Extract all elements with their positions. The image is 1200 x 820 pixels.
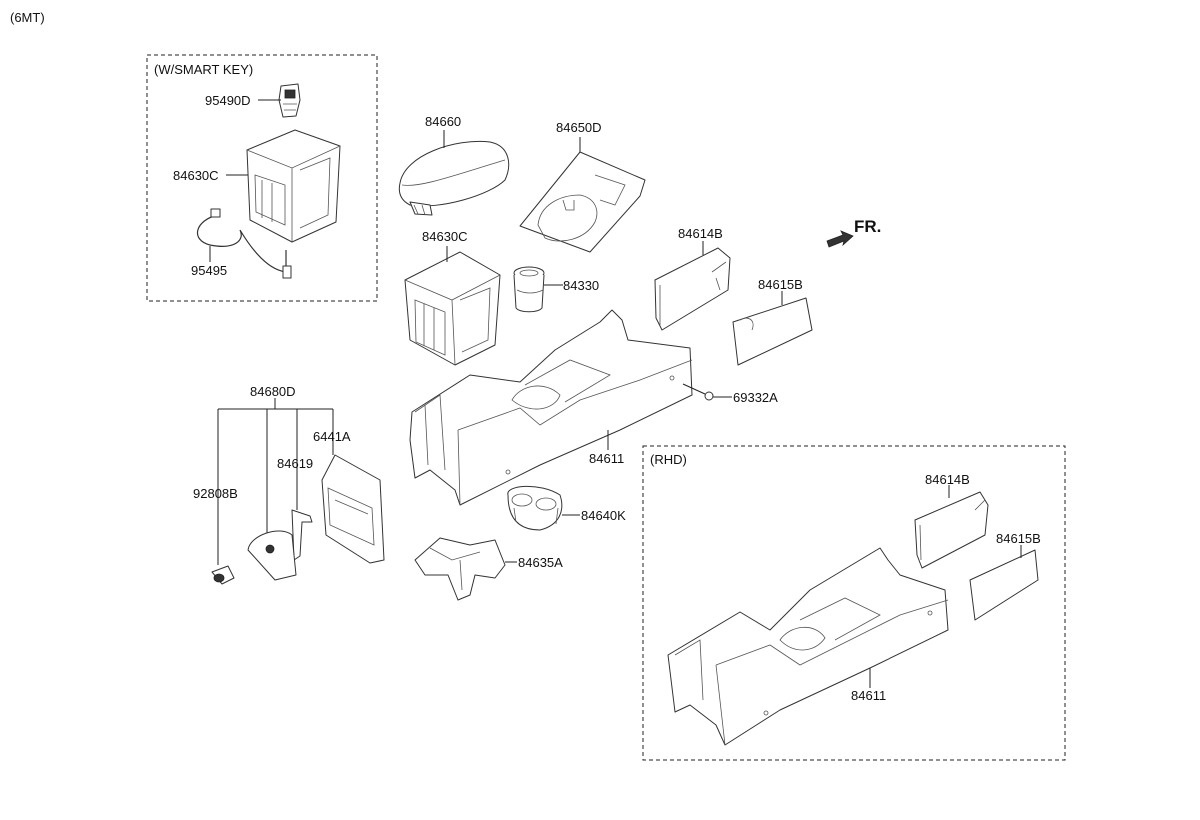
rhd-box-title: (RHD)	[650, 452, 687, 467]
leader-84680D-tree	[217, 398, 334, 565]
label-84680D: 84680D	[250, 384, 296, 399]
label-84630C-smart: 84630C	[173, 168, 219, 183]
smart-key-box	[146, 54, 378, 302]
label-84635A: 84635A	[518, 555, 563, 570]
smart-key-box-title: (W/SMART KEY)	[154, 62, 253, 77]
label-84611-rhd: 84611	[851, 688, 886, 703]
part-84611-rhd-console	[667, 547, 949, 746]
part-84640K-cupholder	[507, 485, 563, 531]
part-84630C-smart-key-box	[246, 129, 341, 243]
part-69332A-clip	[704, 391, 714, 401]
label-84660: 84660	[425, 114, 461, 129]
label-92808B: 92808B	[193, 486, 238, 501]
part-84614B-rhd-panel	[914, 491, 989, 569]
label-6441A: 6441A	[313, 429, 351, 444]
label-84614B-rhd: 84614B	[925, 472, 970, 487]
part-84635A-bracket	[414, 537, 506, 601]
label-84615B: 84615B	[758, 277, 803, 292]
rhd-box	[642, 445, 1066, 761]
leader-69332A	[682, 383, 732, 398]
label-84640K: 84640K	[581, 508, 626, 523]
label-84330: 84330	[563, 278, 599, 293]
front-arrow-icon	[826, 230, 854, 248]
label-84630C: 84630C	[422, 229, 468, 244]
part-84614B-panel	[654, 247, 731, 331]
front-direction-label: FR.	[854, 217, 881, 236]
part-95495-harness	[196, 208, 292, 279]
part-84619-bracket	[291, 509, 313, 561]
part-6441A-bezel	[321, 454, 385, 564]
label-84611: 84611	[589, 451, 624, 466]
label-69332A: 69332A	[733, 390, 778, 405]
label-95495: 95495	[191, 263, 227, 278]
label-84615B-rhd: 84615B	[996, 531, 1041, 546]
part-84615B-rhd-panel	[969, 549, 1039, 621]
label-84614B: 84614B	[678, 226, 723, 241]
part-84660-armrest	[398, 140, 510, 216]
label-84650D: 84650D	[556, 120, 602, 135]
part-84615B-panel	[732, 297, 813, 366]
part-95490D-switch	[278, 83, 301, 118]
part-84611-console	[409, 309, 693, 506]
part-84650D-shift-cover	[519, 151, 646, 253]
label-84619: 84619	[277, 456, 313, 471]
part-84330-ashtray	[513, 266, 545, 313]
variant-label: (6MT)	[10, 10, 45, 25]
part-92808B-socket	[211, 565, 235, 585]
part-84630C-storage-box	[404, 251, 501, 366]
label-95490D: 95490D	[205, 93, 251, 108]
part-socket-cover	[247, 530, 297, 581]
